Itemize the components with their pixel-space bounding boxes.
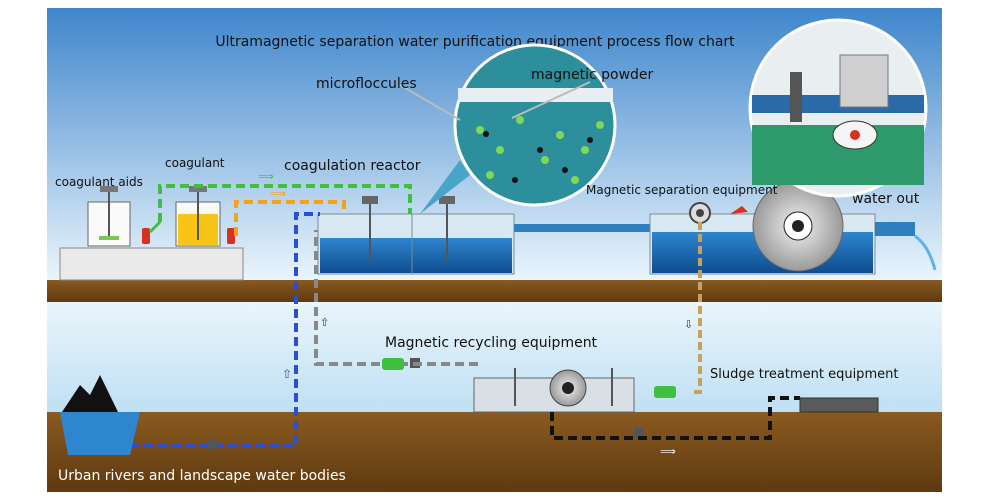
magnetic-recycling-equipment: [473, 368, 635, 413]
label-microfloccules: microfloccules: [316, 76, 417, 92]
magnetic-separation-equipment: [649, 180, 876, 275]
recycle-pipe: [314, 230, 478, 366]
coagulation-reactor: [317, 196, 515, 275]
separator-magnifier: [748, 18, 928, 198]
label-coagulant: coagulant: [165, 156, 225, 170]
label-coagulant-aids: coagulant aids: [55, 175, 143, 189]
river-scene: [60, 375, 140, 455]
sludge-pipe: [550, 396, 800, 440]
label-water-out: water out: [852, 191, 920, 207]
label-urban-rivers: Urban rivers and landscape water bodies: [58, 468, 346, 484]
label-magnetic-powder: magnetic powder: [531, 67, 654, 83]
water-outflow: [914, 234, 937, 271]
label-magnetic-recycling: Magnetic recycling equipment: [385, 335, 598, 351]
outflow-channel: [514, 224, 654, 232]
flow-arrow-icon: ⇩: [684, 318, 693, 331]
microfloccule-magnifier: [420, 43, 617, 214]
sludge-treatment-equipment: [799, 397, 879, 413]
coagulant-tank: [175, 186, 221, 247]
lower-ground: [47, 412, 942, 492]
outlet-pipe: [875, 222, 915, 236]
label-sludge-treatment: Sludge treatment equipment: [710, 367, 898, 382]
flow-arrow-icon: ⟹: [270, 187, 286, 200]
pointer-line: [511, 81, 591, 119]
pump-icon: [382, 358, 404, 370]
diagram-title: Ultramagnetic separation water purificat…: [215, 34, 735, 50]
coagulant-aids-tank: [59, 186, 244, 281]
flow-arrow-icon: ⇧: [320, 316, 329, 329]
flow-arrow-icon: ⇧: [282, 367, 292, 381]
upper-ground: [47, 280, 942, 302]
label-magnetic-separation: Magnetic separation equipment: [586, 183, 778, 197]
raw-water-pipe: [130, 212, 320, 448]
label-coagulation-reactor: coagulation reactor: [284, 158, 421, 174]
flow-arrow-icon: ⟹: [660, 445, 676, 458]
coagulant-pipe: [234, 200, 346, 236]
coagulant-aids-pipe: [158, 184, 412, 222]
pump-icon: [654, 386, 676, 398]
sludge-return-pipe: [690, 222, 702, 394]
pointer-line: [399, 84, 461, 121]
flow-arrow-icon: ⟹: [258, 170, 274, 183]
